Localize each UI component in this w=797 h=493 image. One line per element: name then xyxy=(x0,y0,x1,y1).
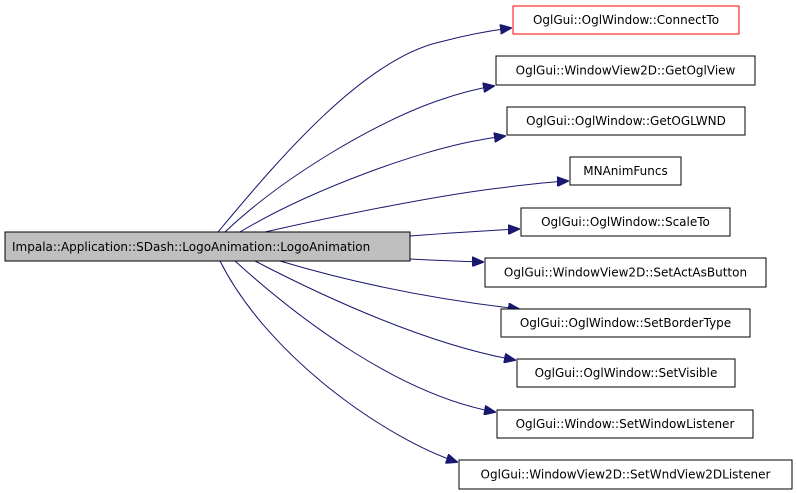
source-node-box xyxy=(4,231,411,262)
edge-setvisible xyxy=(254,260,515,360)
node-box-scaleto xyxy=(520,207,731,237)
edge-getoglview xyxy=(224,86,494,233)
node-label-scaleto: OglGui::OglWindow::ScaleTo xyxy=(541,215,710,229)
callee-nodes: OglGui::OglWindow::ConnectToOglGui::Wind… xyxy=(458,5,793,490)
node-setbordertype[interactable]: OglGui::OglWindow::SetBorderType xyxy=(500,308,751,338)
node-setvisible[interactable]: OglGui::OglWindow::SetVisible xyxy=(516,358,736,388)
node-label-mnanimfuncs: MNAnimFuncs xyxy=(583,164,667,178)
edge-setwindowlistener xyxy=(234,260,495,412)
node-connectto[interactable]: OglGui::OglWindow::ConnectTo xyxy=(512,5,740,35)
node-label-connectto: OglGui::OglWindow::ConnectTo xyxy=(533,13,719,27)
node-setwndview2dlistener[interactable]: OglGui::WindowView2D::SetWndView2DListen… xyxy=(458,459,793,490)
node-label-setvisible: OglGui::OglWindow::SetVisible xyxy=(535,366,718,380)
node-setwindowlistener[interactable]: OglGui::Window::SetWindowListener xyxy=(496,409,754,439)
node-box-getoglview xyxy=(495,55,756,86)
node-scaleto[interactable]: OglGui::OglWindow::ScaleTo xyxy=(520,207,731,237)
edge-setbordertype xyxy=(279,260,519,309)
node-label-setwindowlistener: OglGui::Window::SetWindowListener xyxy=(516,417,735,431)
node-box-setvisible xyxy=(516,358,736,388)
node-label-getoglview: OglGui::WindowView2D::GetOglView xyxy=(516,64,736,78)
node-getoglview[interactable]: OglGui::WindowView2D::GetOglView xyxy=(495,55,756,86)
node-box-setwndview2dlistener xyxy=(458,459,793,490)
edge-getoglwnd xyxy=(239,136,505,233)
edge-setwndview2dlistener xyxy=(219,260,457,462)
node-box-setactasbutton xyxy=(484,257,767,288)
node-label-setbordertype: OglGui::OglWindow::SetBorderType xyxy=(520,316,731,330)
node-mnanimfuncs[interactable]: MNAnimFuncs xyxy=(569,156,682,186)
source-node-label: Impala::Application::SDash::LogoAnimatio… xyxy=(12,240,370,254)
node-box-mnanimfuncs xyxy=(569,156,682,186)
node-label-getoglwnd: OglGui::OglWindow::GetOGLWND xyxy=(526,114,726,128)
edge-setactasbutton xyxy=(409,259,483,262)
source-node[interactable]: Impala::Application::SDash::LogoAnimatio… xyxy=(4,231,411,262)
node-box-setbordertype xyxy=(500,308,751,338)
call-edges xyxy=(217,28,568,462)
edge-connectto xyxy=(217,28,511,233)
node-box-setwindowlistener xyxy=(496,409,754,439)
node-label-setactasbutton: OglGui::WindowView2D::SetActAsButton xyxy=(504,266,747,280)
edge-mnanimfuncs xyxy=(264,181,568,233)
node-box-connectto xyxy=(512,5,740,35)
node-label-setwndview2dlistener: OglGui::WindowView2D::SetWndView2DListen… xyxy=(481,468,771,482)
edge-scaleto xyxy=(409,229,519,237)
node-setactasbutton[interactable]: OglGui::WindowView2D::SetActAsButton xyxy=(484,257,767,288)
node-getoglwnd[interactable]: OglGui::OglWindow::GetOGLWND xyxy=(506,106,746,136)
node-box-getoglwnd xyxy=(506,106,746,136)
